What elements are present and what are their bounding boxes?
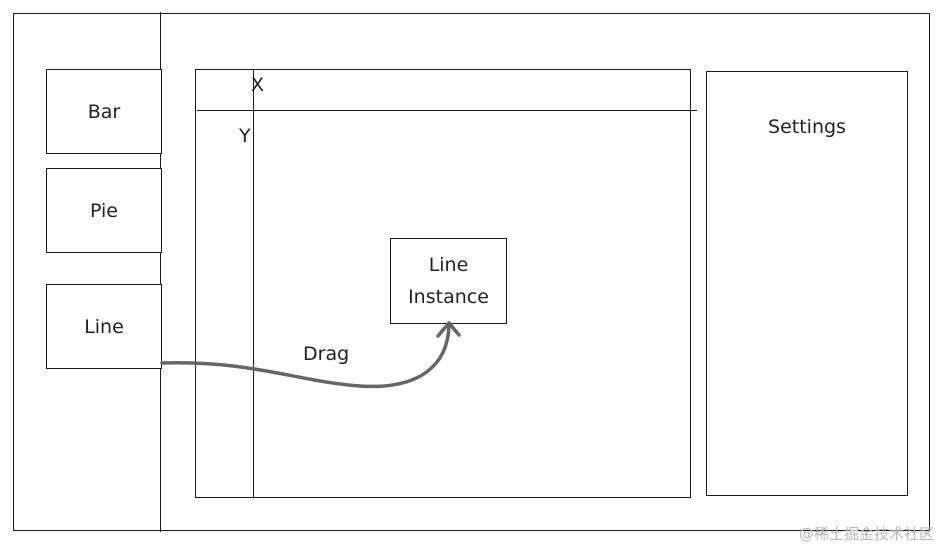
component-line[interactable]: Line <box>46 284 162 369</box>
component-bar[interactable]: Bar <box>46 69 162 154</box>
component-line-label: Line <box>84 315 124 338</box>
sidebar-divider <box>160 12 161 532</box>
watermark: @稀土掘金技术社区 <box>798 525 934 543</box>
component-pie-label: Pie <box>89 199 118 222</box>
line-instance-label-1: Line <box>428 254 469 276</box>
chart-canvas[interactable] <box>195 69 691 498</box>
settings-panel: Settings <box>706 71 908 496</box>
x-axis-label: X <box>251 74 265 96</box>
x-axis <box>197 110 697 111</box>
drag-label: Drag <box>303 343 350 365</box>
settings-title: Settings <box>768 116 846 138</box>
component-bar-label: Bar <box>87 100 121 123</box>
line-instance[interactable]: Line Instance <box>390 238 507 324</box>
y-axis-label: Y <box>239 125 251 147</box>
y-axis <box>253 70 254 498</box>
line-instance-label-2: Instance <box>408 286 489 308</box>
component-pie[interactable]: Pie <box>46 168 162 253</box>
